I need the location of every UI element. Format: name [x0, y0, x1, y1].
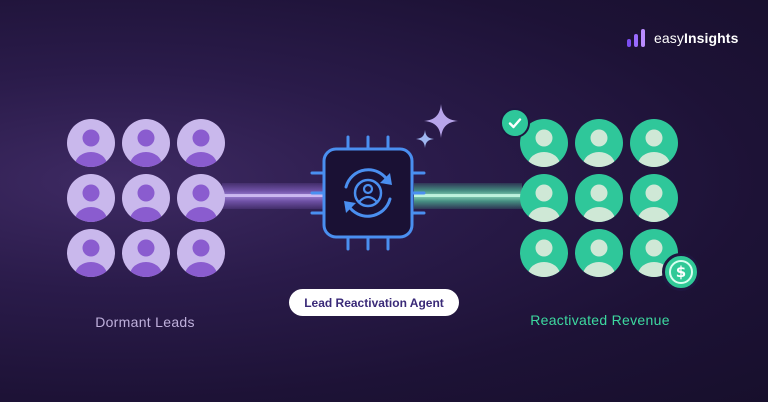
sparkle-icon [424, 104, 458, 138]
dormant-leads-caption: Dormant Leads [95, 314, 195, 330]
dormant-lead-avatar [122, 119, 170, 167]
user-icon [520, 229, 568, 277]
sparkle-small-icon [416, 130, 434, 148]
logo-text-part2: Insights [683, 30, 739, 46]
bar-chart-logo-icon [627, 29, 645, 47]
dormant-leads-grid [67, 119, 225, 277]
user-icon [575, 174, 623, 222]
user-icon [67, 174, 115, 222]
agent-label-pill: Lead Reactivation Agent [289, 289, 459, 316]
reactivated-lead-avatar [520, 174, 568, 222]
user-icon [630, 119, 678, 167]
dormant-lead-avatar [122, 229, 170, 277]
dormant-lead-avatar [177, 229, 225, 277]
reactivated-revenue-caption: Reactivated Revenue [530, 312, 670, 328]
reactivated-lead-avatar [575, 119, 623, 167]
dormant-lead-avatar [122, 174, 170, 222]
reactivated-revenue-grid [520, 119, 678, 277]
left-connection-beam [222, 183, 326, 209]
user-icon [177, 119, 225, 167]
user-icon [575, 119, 623, 167]
dormant-lead-avatar [67, 229, 115, 277]
dollar-badge: $ [662, 253, 700, 291]
logo-text-part1: easy [654, 30, 684, 46]
reactivated-lead-avatar [630, 174, 678, 222]
dormant-lead-avatar [177, 174, 225, 222]
reactivated-lead-avatar [520, 229, 568, 277]
user-icon [630, 174, 678, 222]
reactivated-lead-avatar [520, 119, 568, 167]
dormant-lead-avatar [67, 119, 115, 167]
user-icon [520, 119, 568, 167]
logo-wordmark: easyInsights [654, 30, 738, 46]
dormant-lead-avatar [67, 174, 115, 222]
user-icon [122, 174, 170, 222]
user-icon [122, 229, 170, 277]
user-icon [177, 174, 225, 222]
reactivated-lead-avatar [575, 174, 623, 222]
user-icon [520, 174, 568, 222]
chip-refresh-user-icon [310, 135, 426, 251]
dollar-icon: $ [669, 260, 693, 284]
user-icon [67, 229, 115, 277]
user-icon [67, 119, 115, 167]
dormant-lead-avatar [177, 119, 225, 167]
check-icon [508, 118, 522, 129]
user-icon [575, 229, 623, 277]
reactivated-lead-avatar [575, 229, 623, 277]
reactivated-lead-avatar [630, 119, 678, 167]
easyinsights-logo: easyInsights [626, 27, 738, 49]
user-icon [122, 119, 170, 167]
user-icon [177, 229, 225, 277]
right-connection-beam [414, 183, 522, 209]
agent-label: Lead Reactivation Agent [304, 295, 444, 310]
check-badge [500, 108, 530, 138]
